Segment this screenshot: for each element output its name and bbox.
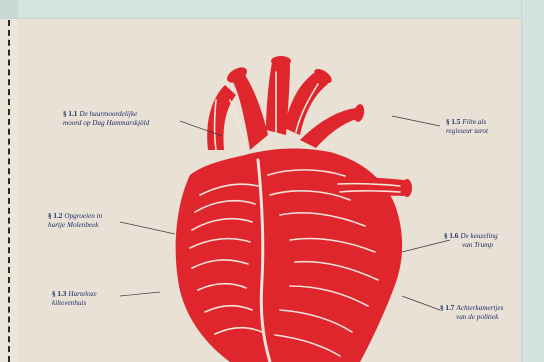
annotation-text: moord op Dag Hammarskjöld [63, 119, 149, 128]
annotation-text: regisseur tarot [446, 127, 488, 136]
annotation-section: § 1.3 [52, 290, 66, 298]
annotation-section: § 1.6 [444, 232, 458, 240]
annotation-text: Film als [462, 118, 486, 126]
annotation-section: § 1.7 [440, 304, 454, 312]
annotation-text: Opgroeien in [64, 212, 102, 220]
annotation-text: van de politiek [440, 313, 503, 322]
annotation-text: De huurmoordelijke [79, 110, 137, 118]
annotation-text: De keuzeling [460, 232, 497, 240]
vessel-cap-5 [402, 179, 412, 197]
annotation-text: van Trump [444, 241, 498, 250]
vessel-pulmonary [300, 108, 360, 148]
annotation-text: kiltevenhuis [52, 299, 97, 308]
vessel-cap-4 [353, 103, 366, 122]
heart-body [176, 148, 402, 362]
annotation-text: Achterkamertjes [456, 304, 503, 312]
vessel-left-artery [232, 70, 268, 150]
vessel-svc [207, 85, 236, 150]
annotation-section: § 1.5 [446, 118, 460, 126]
vessel-cap-2 [271, 56, 291, 66]
annotation-section: § 1.2 [48, 212, 62, 220]
annotation-section: § 1.1 [63, 110, 77, 118]
annotation-text: hartje Molenbeek [48, 221, 102, 230]
annotation-text: Harteloze [68, 290, 96, 298]
